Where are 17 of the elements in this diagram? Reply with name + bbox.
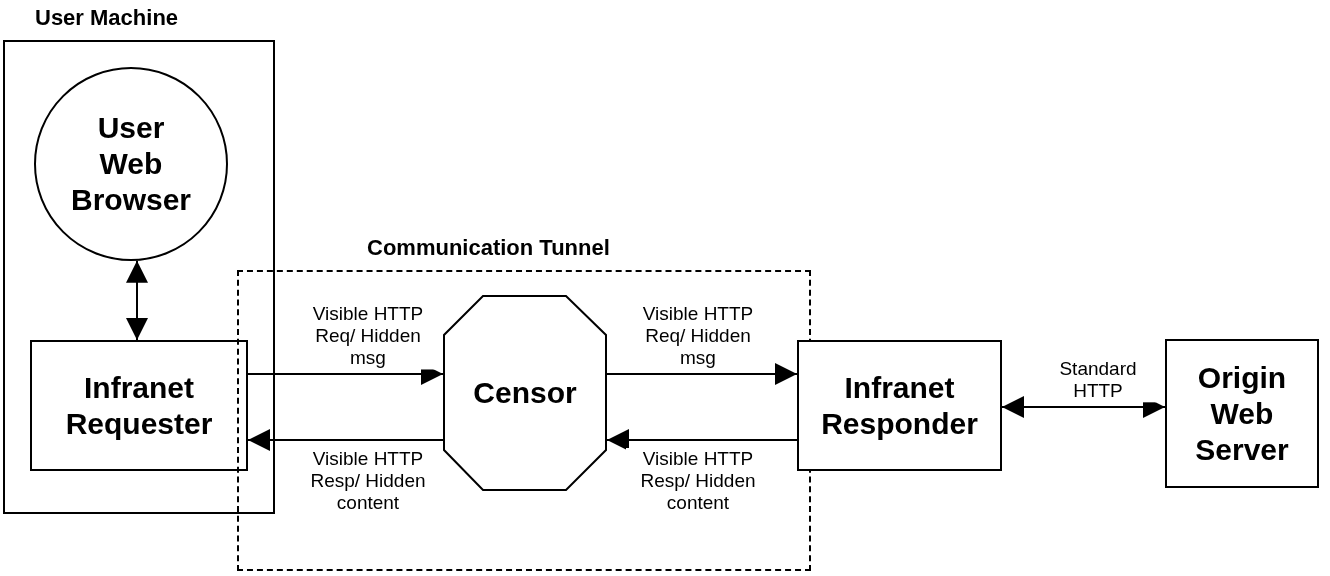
process-circle <box>34 67 228 261</box>
arrow <box>1001 396 1166 418</box>
node-label: User Web Browser <box>69 110 192 218</box>
group-heading: Communication Tunnel <box>367 235 610 261</box>
censor-octagon <box>443 295 607 491</box>
process-box <box>797 340 1002 471</box>
arrow <box>126 259 148 341</box>
process-box <box>30 340 248 471</box>
node-label: Infranet Requester <box>64 369 214 442</box>
arrow <box>247 429 444 451</box>
group-heading: User Machine <box>35 5 179 31</box>
arrow <box>606 363 798 385</box>
process-box <box>1165 339 1319 488</box>
node-label: Infranet Responder <box>820 369 979 442</box>
node-label: Censor <box>473 375 577 411</box>
arrow <box>606 429 798 451</box>
node-label: Origin Web Server <box>1194 359 1290 468</box>
